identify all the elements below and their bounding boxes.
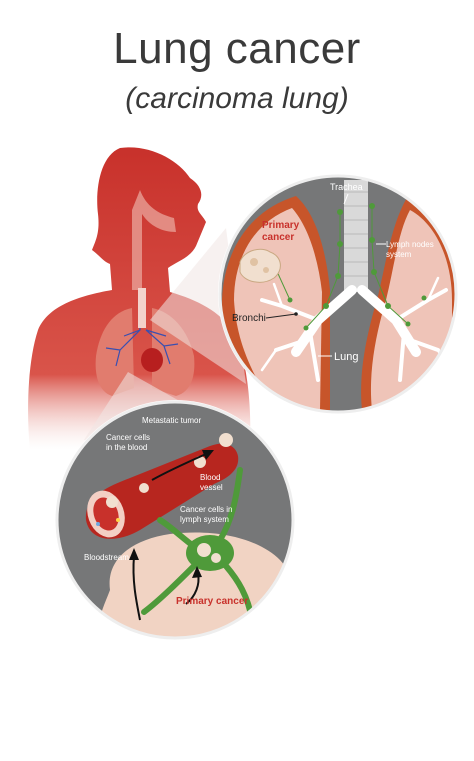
page-subtitle: (carcinoma lung) bbox=[125, 82, 349, 115]
label-primary-cancer-bottom: Primary cancer bbox=[176, 596, 248, 607]
label-lung: Lung bbox=[334, 351, 358, 363]
label-trachea: Trachea bbox=[330, 182, 363, 192]
bottom-labels: Metastatic tumor Cancer cells in the blo… bbox=[84, 416, 248, 607]
page-title: Lung cancer bbox=[113, 24, 361, 73]
top-labels: Trachea Primary cancer Lymph nodes syste… bbox=[232, 182, 434, 363]
label-blood-vessel-2: vessel bbox=[200, 483, 223, 492]
label-bloodstream: Bloodstream bbox=[84, 553, 129, 562]
label-cancer-cells-lymph-1: Cancer cells in bbox=[180, 505, 232, 514]
lungs-closeup-circle bbox=[218, 174, 458, 414]
label-cancer-cells-blood-1: Cancer cells bbox=[106, 433, 150, 442]
label-blood-vessel-1: Blood bbox=[200, 473, 220, 482]
label-metastatic-tumor: Metastatic tumor bbox=[142, 416, 201, 425]
metastasis-closeup-circle bbox=[55, 400, 295, 640]
label-primary-cancer-top-1: Primary bbox=[262, 220, 300, 231]
label-lymph-nodes-1: Lymph nodes bbox=[386, 240, 434, 249]
label-lymph-nodes-2: system bbox=[386, 250, 412, 259]
label-primary-cancer-top-2: cancer bbox=[262, 232, 294, 243]
torso-lungs bbox=[95, 288, 195, 396]
label-cancer-cells-blood-2: in the blood bbox=[106, 443, 147, 452]
label-cancer-cells-lymph-2: lymph system bbox=[180, 515, 229, 524]
label-bronchi: Bronchi bbox=[232, 313, 266, 324]
